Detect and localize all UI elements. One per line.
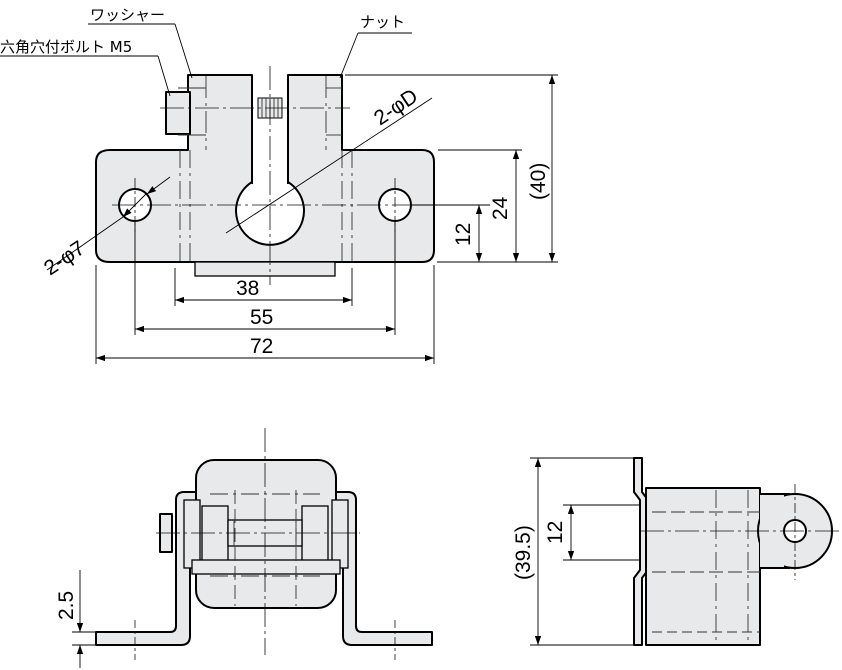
callout-2-phi-d: 2-φD: [370, 85, 422, 131]
dim-12-side: 12: [544, 521, 567, 544]
callout-nut: ナット: [360, 13, 405, 31]
side-view: [633, 457, 842, 646]
bottom-view: [95, 428, 433, 660]
dim-12-front: 12: [452, 223, 475, 246]
bottom-view-dimensions: 2.5: [55, 570, 96, 668]
dim-40: (40): [527, 163, 550, 200]
callout-washer: ワッシャー: [90, 6, 165, 24]
dim-24: 24: [489, 196, 512, 220]
side-view-dimensions: (39.5) 12: [512, 457, 640, 646]
dim-38: 38: [236, 277, 259, 300]
dim-39-5: (39.5): [512, 525, 535, 580]
dim-2-5: 2.5: [55, 591, 78, 620]
side-plate: [633, 457, 649, 646]
side-body: [645, 487, 761, 646]
callout-hex-bolt: 六角穴付ボルト M5: [0, 38, 132, 56]
dim-72: 72: [250, 335, 273, 358]
bracket-body: [95, 74, 435, 263]
callout-2-phi-7: 2-φ7: [40, 236, 89, 280]
bottom-lip: [194, 261, 336, 277]
front-view: [95, 66, 435, 285]
bolt-head: [165, 91, 191, 135]
dim-55: 55: [250, 306, 273, 329]
